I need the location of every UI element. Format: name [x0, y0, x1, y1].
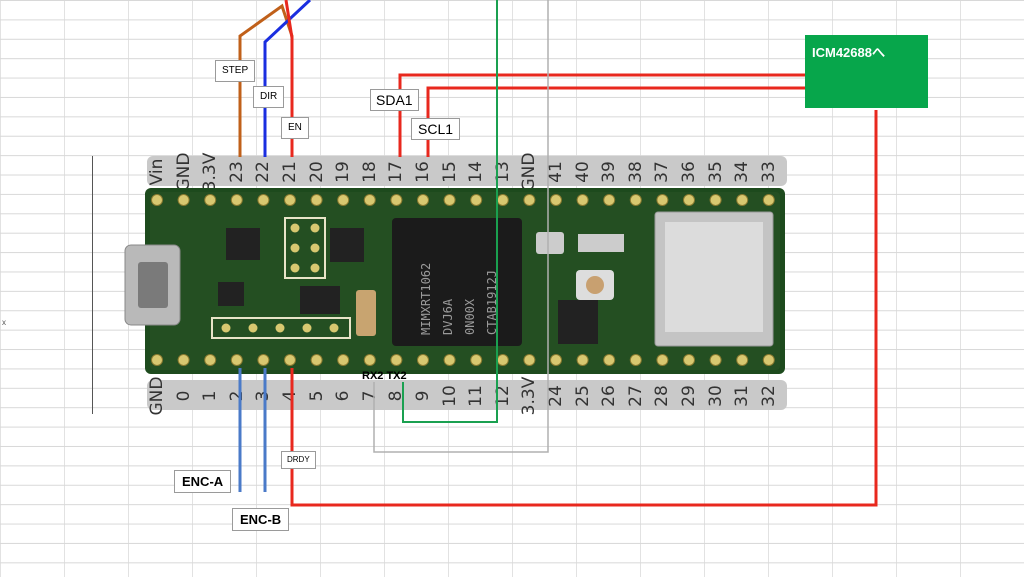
pin-pad	[443, 354, 456, 366]
bottom-pin-strip	[147, 380, 787, 410]
pin-pad	[762, 194, 775, 206]
pin-pad	[550, 354, 562, 366]
mcu-chip-text: MIMXRT1062 DVJ6A 0N00X CTAB1912J	[419, 263, 499, 335]
sda1-label: SDA1	[370, 89, 419, 111]
bottom-inner-pad	[221, 323, 231, 333]
sda1-wire	[398, 73, 805, 157]
tx2-wire	[402, 0, 498, 423]
icm42688-module: ICM42688へ	[805, 35, 928, 108]
chip-marking-line: DVJ6A	[441, 298, 455, 335]
pad-group	[284, 217, 326, 279]
bottom-inner-pad	[302, 323, 312, 333]
drdy-wire	[290, 110, 878, 507]
pin-pad	[310, 354, 323, 366]
top-pin-strip	[147, 156, 787, 186]
pin-pad	[177, 194, 190, 206]
small-ic-1	[226, 228, 260, 260]
pin-pad	[683, 354, 695, 366]
chip-marking-line: CTAB1912J	[485, 270, 499, 335]
dir-wire	[263, 0, 312, 157]
inner-pad	[310, 263, 320, 273]
sd-card-inner	[665, 222, 763, 332]
crystal	[356, 290, 376, 336]
pin-pad	[310, 194, 323, 206]
bottom-inner-pad	[275, 323, 285, 333]
pin-pad	[576, 194, 589, 206]
pin-pad	[417, 194, 429, 206]
cell-marker: x	[2, 318, 6, 327]
inner-pad	[290, 223, 300, 233]
pin-pad	[390, 194, 403, 206]
crystal-2	[536, 232, 564, 254]
pin-pad	[603, 194, 616, 206]
bottom-inner-pad	[329, 323, 339, 333]
left-divider-line	[92, 156, 93, 414]
pin-pad	[656, 354, 669, 366]
bottom-inner-pad	[248, 323, 258, 333]
pin-pad	[470, 194, 483, 206]
pin-pad	[151, 194, 163, 206]
inner-pad	[310, 243, 320, 253]
pin-pad	[550, 194, 562, 206]
small-ic-3	[300, 286, 340, 314]
pad-row	[211, 317, 351, 339]
pin-pad	[736, 194, 749, 206]
push-button-cap	[586, 276, 604, 294]
pin-pad	[470, 354, 483, 366]
pin-pad	[257, 194, 270, 206]
scl1-wire	[426, 86, 805, 157]
pin-pad	[204, 194, 217, 206]
dir-label: DIR	[253, 86, 285, 108]
pin-pad	[337, 194, 350, 206]
pin-pad	[496, 354, 509, 366]
pin-pad	[709, 354, 722, 366]
inner-pad	[290, 263, 300, 273]
drdy-label: DRDY	[281, 451, 316, 469]
pin-pad	[683, 194, 695, 206]
regulator	[218, 282, 244, 306]
pin-pad	[443, 194, 456, 206]
pin-pad	[576, 354, 589, 366]
pin-pad	[629, 194, 642, 206]
chip-marking-line: 0N00X	[463, 298, 477, 335]
pin-pad	[284, 354, 296, 366]
pin-pad	[762, 354, 775, 366]
rx2-tx2-label: RX2 TX2	[362, 370, 407, 382]
inner-pad	[290, 243, 300, 253]
en-label: EN	[281, 117, 309, 139]
pin-pad	[230, 194, 243, 206]
pin-pad	[523, 354, 536, 366]
pin-pad	[151, 354, 163, 366]
pin-pad	[284, 194, 296, 206]
pin-pad	[417, 354, 429, 366]
pin-pad	[656, 194, 669, 206]
mcu-chip	[392, 218, 522, 346]
usb-port	[138, 262, 168, 308]
small-ic-4	[558, 300, 598, 344]
pin-pad	[177, 354, 190, 366]
scl1-label: SCL1	[411, 118, 461, 140]
pin-pad	[390, 354, 403, 366]
pin-pad	[709, 194, 722, 206]
pin-pad	[337, 354, 350, 366]
small-ic-2	[330, 228, 364, 262]
pin-pad	[363, 194, 376, 206]
pin-pad	[603, 354, 616, 366]
step-label: STEP	[215, 60, 256, 82]
pin-pad	[523, 194, 536, 206]
component	[578, 234, 624, 252]
enc-b-label: ENC-B	[232, 508, 290, 531]
pin-pad	[629, 354, 642, 366]
pin-pad	[736, 354, 749, 366]
pin-pad	[257, 354, 270, 366]
rx2-wire	[373, 0, 549, 453]
inner-pad	[310, 223, 320, 233]
pin-pad	[363, 354, 376, 366]
pin-pad	[230, 354, 243, 366]
pin-pad	[204, 354, 217, 366]
pin-pad	[496, 194, 509, 206]
enc-a-label: ENC-A	[174, 470, 232, 493]
chip-marking-line: MIMXRT1062	[419, 263, 433, 335]
